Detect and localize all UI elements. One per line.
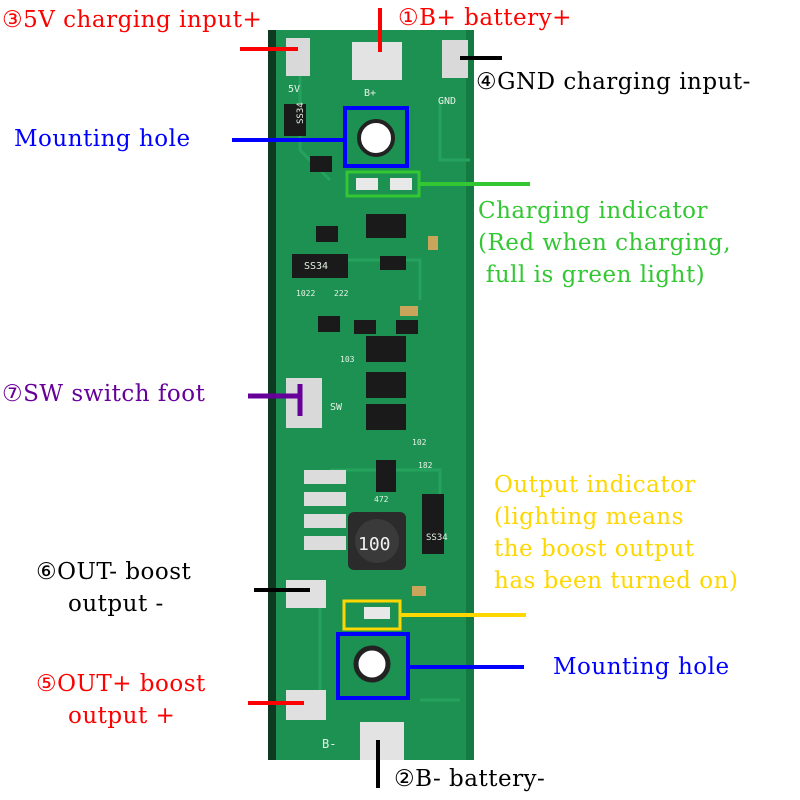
label-sw-switch-foot: ⑦SW switch foot (2, 381, 206, 407)
silk-5v: 5V (288, 84, 300, 95)
silk-bminus: B- (322, 737, 336, 751)
label-output-indicator-line3: the boost output (494, 536, 695, 562)
mounting-hole-top-box (343, 106, 409, 168)
label-battery-plus: ①B+ battery+ (398, 5, 572, 31)
label-mounting-hole-bottom: Mounting hole (553, 654, 730, 680)
output-led (364, 607, 390, 619)
charging-led-red (356, 178, 378, 190)
silk-ss34-bottom: SS34 (426, 533, 448, 543)
chips (284, 104, 444, 554)
silk-ss34-top: SS34 (296, 102, 306, 124)
label-out-minus-line1: ⑥OUT- boost (36, 559, 192, 585)
label-output-indicator-line2: (lighting means (494, 504, 684, 530)
chip-code-4: 182 (418, 461, 433, 470)
label-charging-indicator-line2: (Red when charging, (478, 230, 731, 256)
chip-code-1: 103 (340, 355, 355, 364)
mounting-hole-bottom-hole (353, 645, 391, 683)
pcb-board: SS34 SS34 5V B+ GND SW B- 103 102 472 18… (268, 30, 474, 760)
label-charging-indicator-line3: full is green light) (478, 262, 706, 288)
pad-b-minus (360, 722, 404, 760)
contact-strips (304, 470, 346, 550)
label-output-indicator-line4: has been turned on) (494, 568, 739, 594)
small-passives (400, 236, 438, 596)
silk-gnd: GND (438, 96, 456, 107)
pad-5v-input (286, 38, 310, 76)
label-out-plus-line2: output + (68, 703, 176, 729)
label-output-indicator-line1: Output indicator (494, 472, 696, 498)
silk-sw: SW (330, 402, 343, 413)
board-edge-right (466, 30, 474, 760)
charging-led-green (390, 178, 412, 190)
pad-b-plus (352, 42, 402, 80)
label-battery-minus: ②B- battery- (394, 766, 546, 792)
label-out-minus-line2: output - (68, 591, 164, 617)
silk-ss34-mid: SS34 (304, 261, 328, 272)
chip-code-5: 1022 (296, 289, 315, 298)
inductor-label: 100 (358, 534, 391, 555)
inductor-core (355, 519, 399, 563)
chip-code-3: 472 (374, 495, 389, 504)
pad-out-minus (286, 580, 326, 608)
pad-sw (286, 378, 322, 428)
label-charging-indicator-line1: Charging indicator (478, 198, 708, 224)
chip-code-2: 102 (412, 438, 427, 447)
label-charging-input-plus: ③5V charging input+ (2, 7, 263, 33)
label-mounting-hole-top: Mounting hole (14, 126, 191, 152)
label-out-plus-line1: ⑤OUT+ boost (36, 671, 206, 697)
label-gnd-charging-input: ④GND charging input- (476, 69, 751, 95)
silk-bplus: B+ (364, 88, 376, 99)
leader-sw (248, 384, 303, 416)
chip-code-6: 222 (334, 289, 349, 298)
mounting-hole-top-hole (357, 119, 395, 157)
